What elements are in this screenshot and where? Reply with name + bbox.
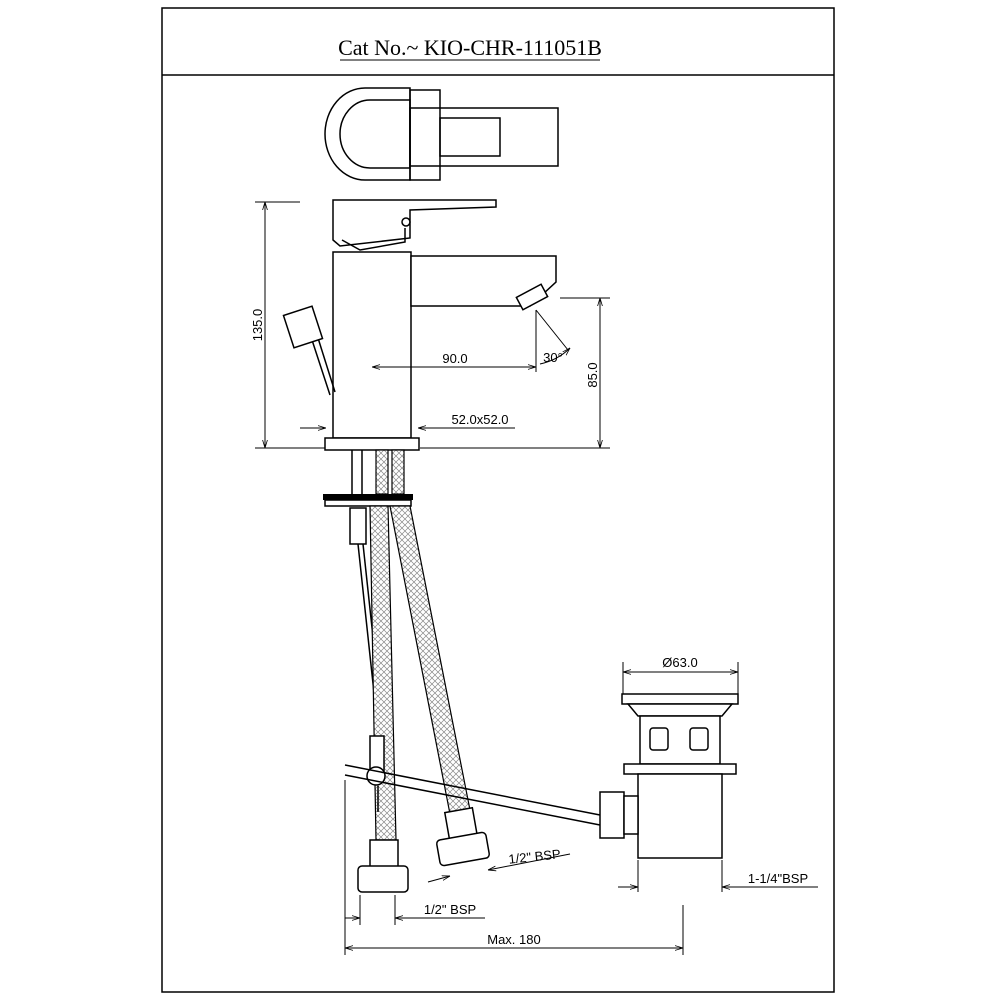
hose-thread-label-upper: 1/2" BSP xyxy=(508,846,562,866)
pop-up-waste xyxy=(599,693,739,859)
dimension-lines xyxy=(255,201,818,955)
hose-thread-label-lower: 1/2" BSP xyxy=(424,902,476,917)
height-total-label: 135.0 xyxy=(250,309,265,342)
catalog-number: Cat No.~ KIO-CHR-111051B xyxy=(338,35,602,60)
mixer-side-view xyxy=(282,199,557,451)
spout-height-label: 85.0 xyxy=(585,362,600,387)
drawing-frame xyxy=(161,7,835,993)
supply-hoses xyxy=(323,449,601,893)
waste-thread-label: 1-1/4"BSP xyxy=(748,871,808,886)
spout-reach-label: 90.0 xyxy=(442,351,467,366)
handle-top-view xyxy=(324,87,559,181)
base-size-label: 52.0x52.0 xyxy=(451,412,508,427)
max-length-label: Max. 180 xyxy=(487,932,540,947)
spout-angle-label: 30° xyxy=(543,350,563,365)
waste-diameter-label: Ø63.0 xyxy=(662,655,697,670)
